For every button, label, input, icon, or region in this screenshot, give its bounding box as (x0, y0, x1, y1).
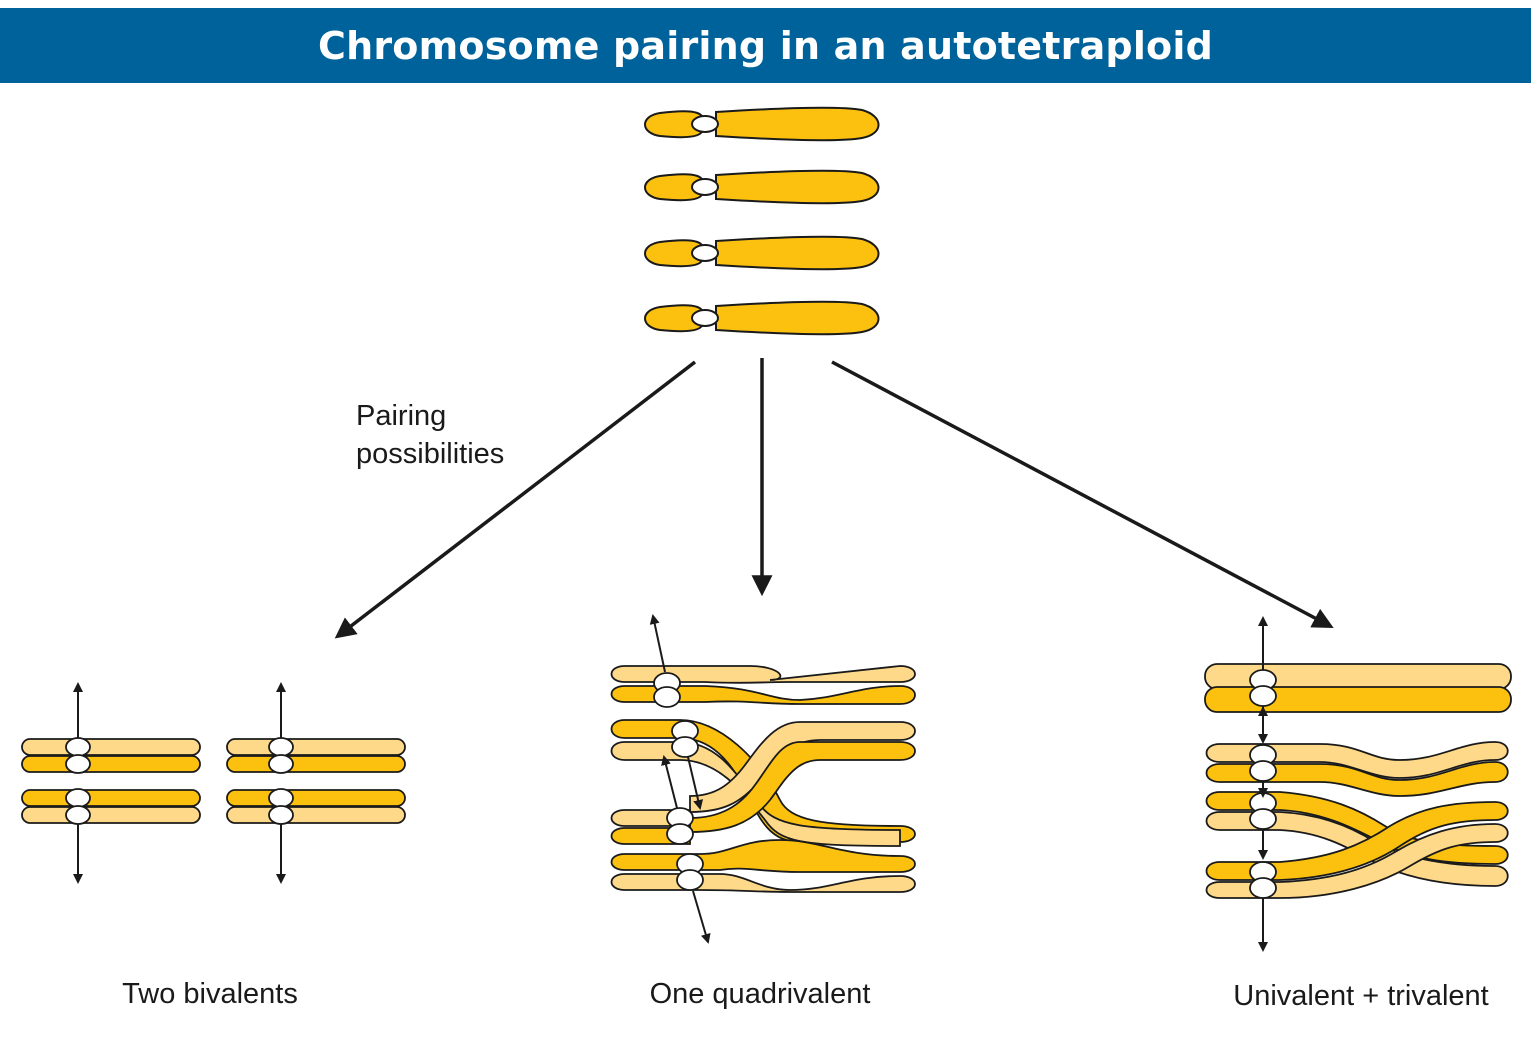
branch-arrows (334, 358, 1334, 639)
pairing-label-line2: possibilities (356, 438, 504, 470)
arrow-to-two-bivalents (334, 360, 697, 639)
arrow-to-univalent-trivalent (831, 360, 1334, 628)
univalent-trivalent (1204, 663, 1512, 899)
pairing-label-line1: Pairing (356, 400, 446, 432)
chromosome (644, 235, 880, 271)
bivalent (21, 737, 201, 774)
univalent (1204, 663, 1512, 713)
trivalent (1205, 741, 1509, 899)
bivalent (21, 788, 201, 825)
quadrivalent-spindle-arrows (649, 614, 711, 944)
one-quadrivalent (610, 665, 916, 893)
diagram-title: Chromosome pairing in an autotetraploid (318, 23, 1213, 68)
bivalent (226, 788, 406, 825)
chromosome (644, 106, 880, 142)
title-bar: Chromosome pairing in an autotetraploid (0, 8, 1531, 83)
bivalent (226, 737, 406, 774)
chromosome (644, 169, 880, 205)
two-bivalents (21, 737, 406, 825)
outcome-label-one-quadrivalent: One quadrivalent (650, 978, 871, 1010)
chromosome (644, 300, 880, 336)
unpaired-chromosomes (644, 106, 880, 336)
outcome-label-two-bivalents: Two bivalents (122, 978, 298, 1010)
outcome-label-univalent-trivalent: Univalent + trivalent (1233, 980, 1489, 1012)
bivalent-spindle-arrows (73, 682, 286, 884)
